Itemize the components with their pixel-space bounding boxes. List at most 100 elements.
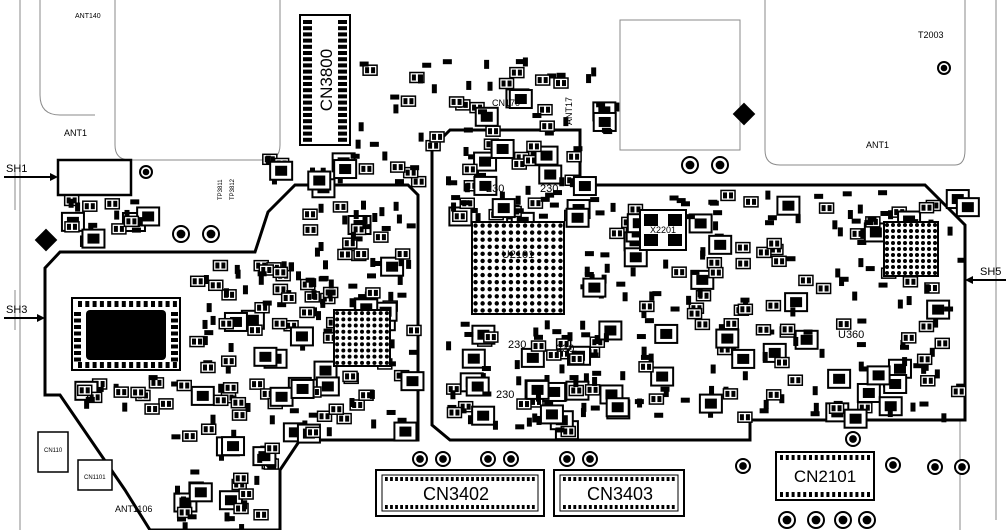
smd-pad <box>307 293 312 300</box>
connector-pin <box>420 505 424 509</box>
smd-passive <box>842 191 852 197</box>
ic-pin <box>171 325 178 329</box>
smd-pad <box>221 397 226 404</box>
connector-pin <box>867 455 870 460</box>
bga-ball <box>378 311 383 316</box>
bga-ball <box>551 237 556 242</box>
connector-cn2101: CN2101 <box>775 451 875 501</box>
smd-component <box>182 430 198 442</box>
smd-pad <box>536 200 541 207</box>
smd-pad <box>932 285 937 292</box>
smd-pad <box>531 157 536 164</box>
smd-passive <box>573 378 579 388</box>
connector-pin <box>491 505 495 509</box>
connector-pin <box>405 477 409 481</box>
bga-ball <box>915 247 919 251</box>
smd-passive <box>350 153 360 159</box>
smd-passive <box>581 402 587 412</box>
smd-pad <box>449 409 454 416</box>
smd-passive <box>878 282 888 288</box>
smd-pad <box>744 260 749 267</box>
smd-passive <box>210 315 216 325</box>
smd-passive <box>499 191 505 201</box>
smd-component <box>766 237 782 250</box>
ic-pin <box>129 301 134 307</box>
connector-pin <box>415 505 419 509</box>
smd-passive <box>556 72 566 78</box>
smd-pad <box>415 327 420 334</box>
connector-pin <box>791 492 795 497</box>
smd-passive <box>590 405 600 411</box>
bga-ball <box>544 308 549 313</box>
bga-ball <box>494 258 499 264</box>
bga-ball <box>544 279 549 285</box>
ic-pin <box>158 301 163 307</box>
bga-ball <box>508 265 514 271</box>
smd-ic-core <box>227 441 240 452</box>
bga-ball <box>529 251 535 257</box>
smd-passive <box>837 227 843 237</box>
connector-pin <box>640 505 644 509</box>
bga-ball <box>372 323 377 328</box>
smd-pad <box>373 289 378 296</box>
bga-ball <box>353 311 358 316</box>
smd-pad <box>716 269 721 276</box>
smd-passive <box>614 102 620 112</box>
bga-ball <box>921 259 925 263</box>
smd-passive <box>381 225 391 231</box>
bga-ball <box>558 237 563 242</box>
smd-passive <box>742 371 748 381</box>
smd-pad <box>457 98 462 105</box>
smd-pad <box>651 396 656 403</box>
connector-pin <box>838 455 841 460</box>
smd-passive <box>362 224 372 230</box>
smd-pad <box>764 326 769 333</box>
smd-passive <box>514 208 524 214</box>
bga-ball <box>378 323 383 328</box>
smd-passive <box>371 419 377 429</box>
fiducial-diamond <box>34 228 58 252</box>
connector-pin <box>671 505 675 509</box>
connector-pin <box>455 477 459 481</box>
bga-ball <box>891 223 895 227</box>
connector-pin <box>656 505 660 509</box>
smd-passive <box>839 277 845 287</box>
bga-ball <box>933 223 937 227</box>
smd-ic-core <box>932 304 945 315</box>
smd-passive <box>514 360 520 370</box>
connector-pin <box>635 505 639 509</box>
bga-ball <box>522 279 528 285</box>
smd-passive <box>592 370 602 376</box>
connector-pin <box>390 477 393 481</box>
bga-ball <box>515 258 521 264</box>
smd-pad <box>777 359 782 366</box>
bga-ball <box>335 336 340 340</box>
bga-ball <box>501 251 507 257</box>
connector-pin <box>338 106 347 111</box>
bga-ball <box>537 258 542 264</box>
connector-pin <box>563 505 566 509</box>
smd-passive <box>362 214 368 224</box>
smd-pad <box>179 509 184 516</box>
connector-pin <box>814 492 818 497</box>
smd-pad <box>959 388 964 395</box>
bga-ball <box>353 336 358 340</box>
shield-sh5-outline <box>430 128 967 442</box>
connector-pin <box>338 69 347 74</box>
bga-ball <box>480 230 485 235</box>
smd-component <box>722 388 739 400</box>
bga-ball <box>529 287 535 292</box>
round-pad-core <box>889 461 897 469</box>
smd-ic-core <box>737 353 750 364</box>
smd-passive <box>786 256 796 262</box>
bga-ball <box>921 265 925 269</box>
bga-ball <box>933 271 937 275</box>
smd-pad <box>362 251 367 258</box>
smd-passive <box>379 207 385 217</box>
smd-component <box>639 300 655 313</box>
smd-passive <box>847 210 853 220</box>
ic-pin <box>172 301 177 307</box>
smd-passive <box>606 326 616 332</box>
smd-passive <box>397 275 403 285</box>
smd-component <box>350 223 367 236</box>
